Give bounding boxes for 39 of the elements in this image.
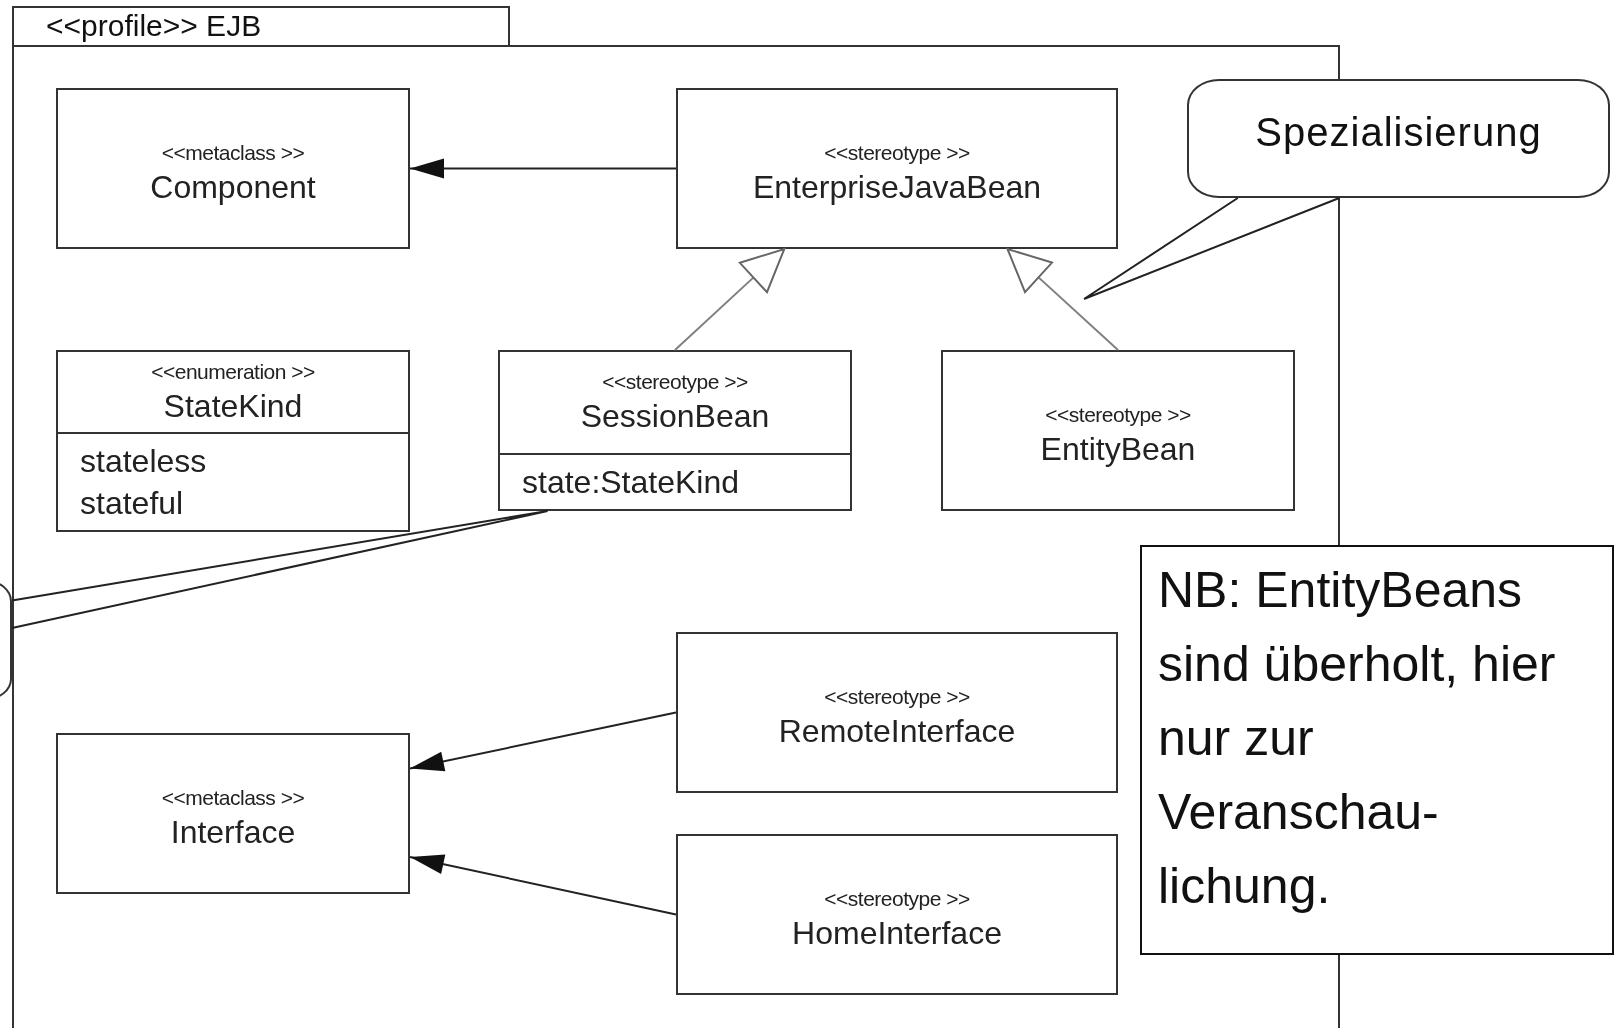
attribute-text: stateful bbox=[80, 484, 185, 523]
attribute-text: stateless bbox=[80, 442, 208, 481]
callout-tail bbox=[1083, 197, 1341, 300]
stereotype-label: <<stereotype >> bbox=[824, 887, 970, 911]
note-text: NB: EntityBeans sind überholt, hier nur zur Veranschau- lichung. bbox=[1158, 561, 1557, 916]
class-name: StateKind bbox=[163, 387, 303, 425]
stereotype-label: <<stereotype >> bbox=[824, 685, 970, 709]
extension-arrow bbox=[409, 854, 677, 916]
attribute-text: state:StateKind bbox=[522, 463, 741, 502]
stereotype-label: <<stereotype >> bbox=[824, 141, 970, 165]
callout-tail bbox=[11, 510, 549, 629]
callout-text: Spezialisierung bbox=[1255, 110, 1542, 156]
extension-arrow bbox=[409, 158, 677, 179]
class-box bbox=[676, 834, 1118, 995]
generalization-arrow bbox=[1006, 248, 1119, 351]
extension-arrow bbox=[409, 711, 677, 772]
stereotype-label: <<metaclass >> bbox=[161, 141, 305, 165]
package-title: <<profile>> EJB bbox=[46, 9, 262, 43]
class-name: EntityBean bbox=[1040, 431, 1196, 468]
stereotype-label: <<enumeration >> bbox=[151, 359, 315, 384]
class-name: Component bbox=[150, 169, 316, 206]
generalization-arrow bbox=[674, 248, 786, 351]
class-box bbox=[498, 350, 852, 511]
class-box bbox=[941, 350, 1295, 511]
class-box bbox=[56, 88, 410, 249]
class-name: SessionBean bbox=[580, 398, 770, 435]
speech-bubble bbox=[1187, 79, 1610, 198]
note-box bbox=[1140, 545, 1614, 955]
class-name: HomeInterface bbox=[792, 915, 1002, 952]
class-box bbox=[676, 88, 1118, 249]
class-name: RemoteInterface bbox=[778, 713, 1016, 750]
class-name: EnterpriseJavaBean bbox=[752, 169, 1042, 206]
class-box bbox=[676, 632, 1118, 793]
class-name: Interface bbox=[170, 814, 296, 851]
stereotype-label: <<stereotype >> bbox=[1045, 403, 1191, 427]
class-box bbox=[56, 733, 410, 894]
stereotype-label: <<stereotype >> bbox=[602, 370, 748, 394]
class-box bbox=[56, 350, 410, 532]
stereotype-label: <<metaclass >> bbox=[161, 786, 305, 810]
